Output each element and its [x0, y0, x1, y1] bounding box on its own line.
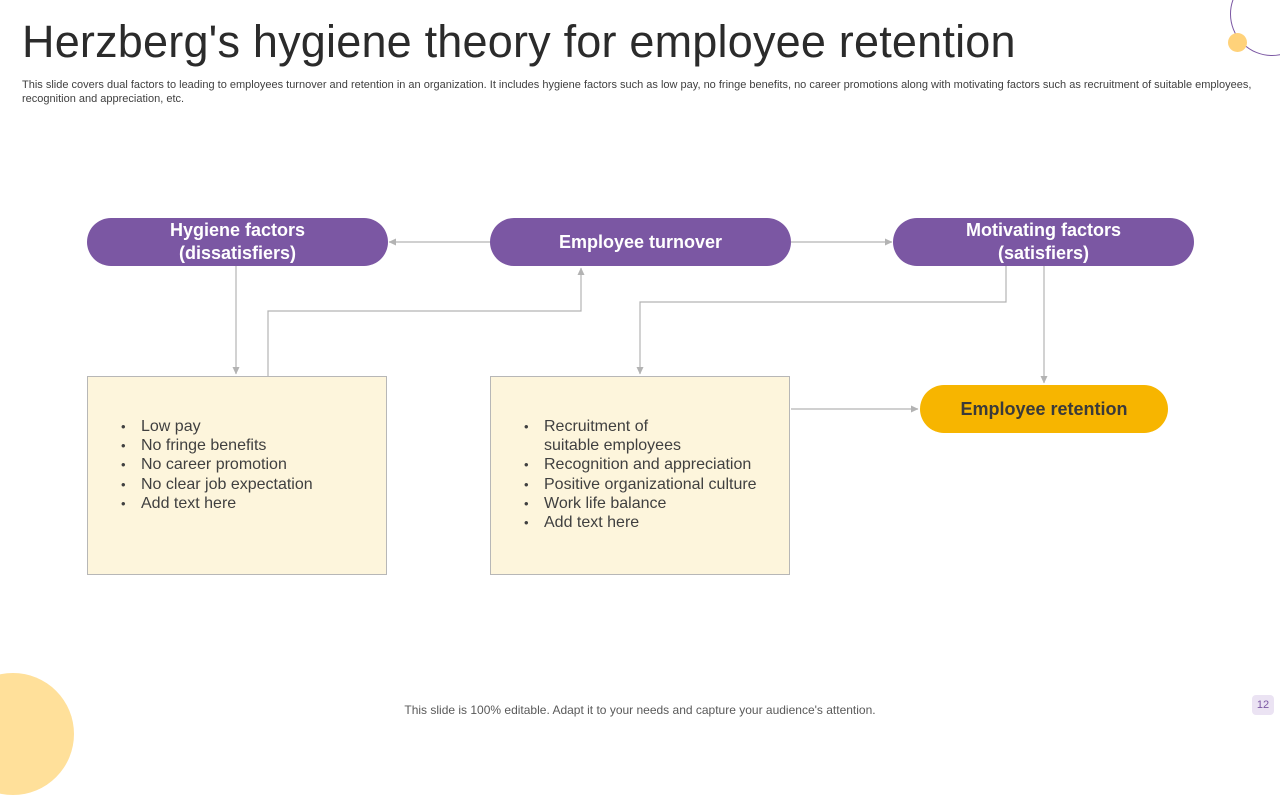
arrow-hygiene-list-to-turnover [267, 267, 585, 376]
list-item: Recruitment of suitable employees [524, 417, 757, 455]
list-item: No clear job expectation [121, 475, 313, 494]
list-item: Recognition and appreciation [524, 455, 757, 474]
list-item: No fringe benefits [121, 436, 313, 455]
motivating-factors-list: Recruitment of suitable employees Recogn… [524, 417, 757, 532]
motivating-factors-box: Recruitment of suitable employees Recogn… [490, 376, 790, 575]
employee-retention-node: Employee retention [920, 385, 1168, 433]
list-item: Low pay [121, 417, 313, 436]
list-item: Work life balance [524, 494, 757, 513]
hygiene-factors-box: Low pay No fringe benefits No career pro… [87, 376, 387, 575]
list-item: No career promotion [121, 455, 313, 474]
slide-title: Herzberg's hygiene theory for employee r… [22, 16, 1016, 67]
connector-lines [232, 238, 1048, 413]
slide-footer-note: This slide is 100% editable. Adapt it to… [404, 703, 876, 717]
employee-turnover-node: Employee turnover [490, 218, 791, 266]
page-number-badge: 12 [1252, 695, 1274, 715]
list-item: Add text here [524, 513, 757, 532]
list-item: Add text here [121, 494, 313, 513]
decorative-dot [1228, 33, 1247, 52]
hygiene-factors-node: Hygiene factors (dissatisfiers) [87, 218, 388, 266]
motivating-factors-label: Motivating factors (satisfiers) [965, 220, 1121, 263]
employee-retention-label: Employee retention [960, 398, 1128, 419]
arrow-motivating-to-list [636, 266, 1007, 375]
list-item: Positive organizational culture [524, 475, 757, 494]
slide-subtitle: This slide covers dual factors to leadin… [22, 79, 1252, 105]
hygiene-factors-list: Low pay No fringe benefits No career pro… [121, 417, 313, 513]
motivating-factors-node: Motivating factors (satisfiers) [893, 218, 1194, 266]
hygiene-factors-label: Hygiene factors (dissatisfiers) [169, 220, 306, 263]
employee-turnover-label: Employee turnover [558, 231, 723, 252]
